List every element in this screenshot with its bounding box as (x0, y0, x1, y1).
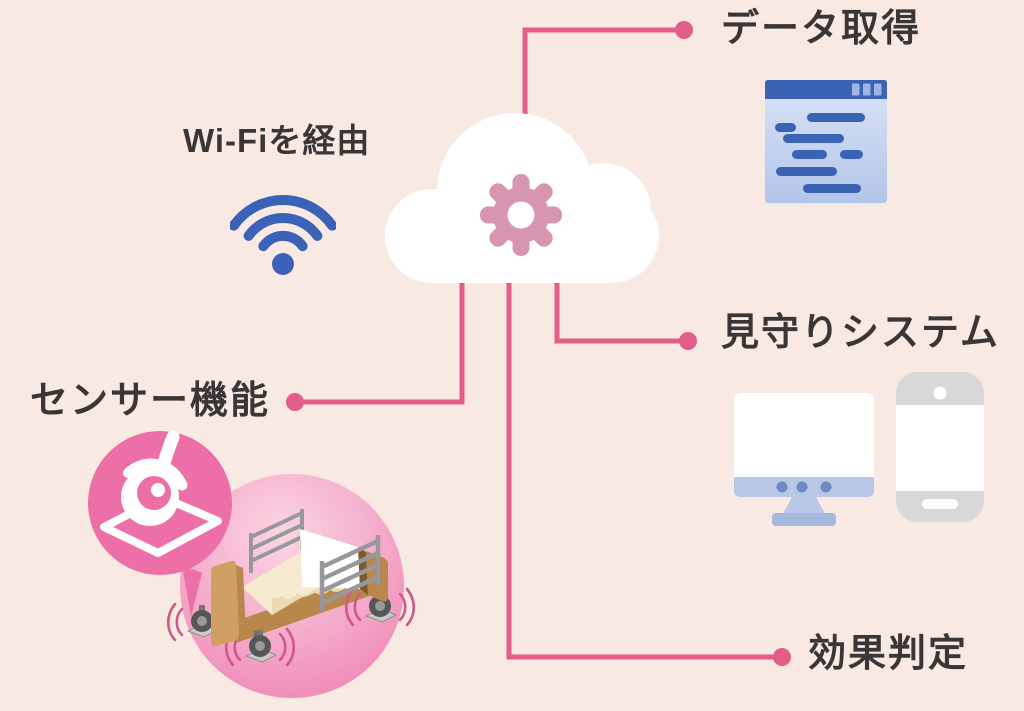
callout-pointer (182, 565, 202, 617)
browser-window-icon (765, 80, 887, 203)
phone-camera-dot (933, 386, 947, 400)
connector-endpoint-dot (773, 648, 791, 666)
connector-endpoint-dot (679, 332, 697, 350)
connector-endpoint-dot (675, 21, 693, 39)
node-label-monitoring-system: 見守りシステム (721, 312, 1000, 354)
bed-vibration-sensor-illustration (88, 430, 416, 698)
text-lines (775, 113, 865, 193)
gear-icon (480, 174, 562, 256)
smartphone-icon (896, 372, 984, 522)
wifi-icon (230, 194, 336, 275)
connector-hub-to-monitoring-system (554, 276, 688, 344)
node-label-data-acquisition: データ取得 (721, 8, 922, 50)
wifi-label: Wi-Fiを経由 (183, 122, 371, 159)
connector-hub-to-sensor-function (295, 280, 465, 405)
hospital-bed (166, 509, 416, 667)
desktop-monitor-icon (734, 393, 874, 526)
connector-hub-to-data-acquisition (522, 27, 684, 118)
caster-closeup-icon (100, 430, 222, 557)
cloud-gear-icon (385, 113, 659, 283)
node-label-effect-evaluation: 効果判定 (808, 633, 969, 675)
node-label-sensor-function: センサー機能 (30, 380, 271, 422)
bed-rail-near (319, 535, 381, 611)
phone-home-button (922, 499, 958, 509)
connector-hub-to-effect-evaluation (506, 280, 782, 660)
connector-endpoint-dot (286, 393, 304, 411)
